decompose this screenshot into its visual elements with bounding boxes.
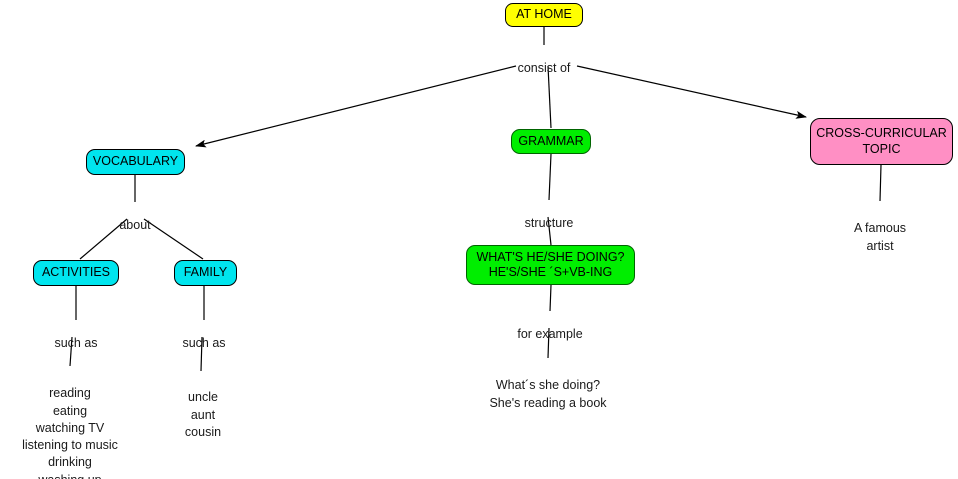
leaf-family-list: uncle aunt cousin [185,372,221,441]
edge-about-family [143,218,204,260]
link-label-such-as-activities-text: such as [54,336,98,351]
leaf-family-list-text: uncle aunt cousin [184,390,222,439]
leaf-famous-artist: A famous artist [841,203,919,255]
link-label-such-as-activities: such as [54,321,97,352]
link-label-such-as-family: such as [182,321,225,352]
node-structure-formula[interactable]: WHAT'S HE/SHE DOING? HE'S/SHE ´S+VB-ING [466,245,635,285]
link-label-for-example-text: for example [517,327,583,342]
edge-formula-forexample [549,284,552,312]
node-activities-label: ACTIVITIES [41,265,111,280]
link-label-for-example: for example [517,312,582,343]
node-vocabulary[interactable]: VOCABULARY [86,149,185,175]
node-family-label: FAMILY [183,265,228,280]
edge-consistof-crosscurricular [576,65,807,119]
node-family[interactable]: FAMILY [174,260,237,286]
leaf-example-text-value: What´s she doing? She's reading a book [489,378,607,410]
node-at-home[interactable]: AT HOME [505,3,583,27]
node-cross-curricular-topic[interactable]: CROSS-CURRICULAR TOPIC [810,118,953,165]
link-label-consist-of-text: consist of [517,61,571,76]
link-label-such-as-family-text: such as [182,336,226,351]
node-grammar[interactable]: GRAMMAR [511,129,591,154]
edge-consistof-vocabulary [195,65,517,148]
edge-crosscurricular-artist [879,164,882,202]
node-cross-curricular-topic-label: CROSS-CURRICULAR TOPIC [816,126,947,156]
leaf-activities-list-text: reading eating watching TV listening to … [22,386,118,479]
leaf-famous-artist-text: A famous artist [853,221,907,253]
node-structure-formula-label: WHAT'S HE/SHE DOING? HE'S/SHE ´S+VB-ING [476,249,625,279]
node-activities[interactable]: ACTIVITIES [33,260,119,286]
link-label-about: about [119,203,150,234]
node-vocabulary-label: VOCABULARY [92,154,179,169]
edge-grammar-structure [548,153,552,201]
leaf-example-text: What´s she doing? She's reading a book [489,360,606,412]
link-label-structure-text: structure [524,216,574,231]
link-label-consist-of: consist of [518,46,571,77]
node-at-home-label: AT HOME [516,7,572,22]
link-label-about-text: about [119,218,151,233]
link-label-structure: structure [525,201,574,232]
node-grammar-label: GRAMMAR [518,133,584,148]
leaf-activities-list: reading eating watching TV listening to … [14,368,127,479]
